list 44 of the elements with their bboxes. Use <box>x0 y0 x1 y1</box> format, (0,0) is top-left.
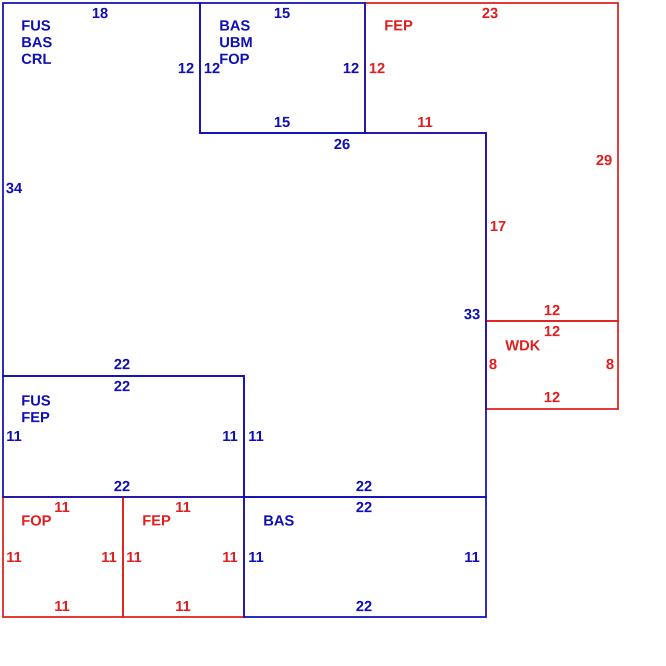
dimension-label: 11 <box>249 430 264 442</box>
dimension-label: 29 <box>596 154 612 166</box>
dimension-label: 34 <box>6 182 22 194</box>
dimension-label: 22 <box>356 600 372 612</box>
dimension-label: 11 <box>7 552 22 562</box>
dimension-label: 11 <box>176 600 190 612</box>
dimension-label: 22 <box>114 358 130 370</box>
dimension-label: 18 <box>92 8 108 18</box>
dimension-label: 11 <box>418 116 432 128</box>
dimension-label: 12 <box>544 304 560 316</box>
dimension-label: 8 <box>489 358 497 370</box>
dimension-label: 33 <box>464 308 480 320</box>
dimension-label: 22 <box>114 480 130 492</box>
dimension-label: 11 <box>7 430 22 442</box>
dimension-label: 26 <box>334 138 350 150</box>
dimension-label: 12 <box>204 62 220 74</box>
room: FUS FEP 22 11 11 22 <box>2 375 245 498</box>
dimension-label: 11 <box>249 552 264 562</box>
dimension-label: 22 <box>356 502 372 512</box>
dimension-label: 12 <box>178 62 194 74</box>
dimension-label: 12 <box>544 326 560 336</box>
dimension-label: 15 <box>274 8 290 18</box>
dimension-label: 11 <box>127 552 142 562</box>
dimension-label: 22 <box>356 480 372 492</box>
dimension-label: 23 <box>482 8 498 18</box>
dimension-label: 11 <box>55 600 70 612</box>
room: WDK 12 8 8 12 <box>485 320 619 410</box>
room: FEP 11 11 11 11 <box>122 496 245 618</box>
dimension-label: 12 <box>544 392 560 402</box>
dimension-label: 11 <box>223 430 238 442</box>
room: BAS 22 11 11 22 <box>243 496 487 618</box>
dimension-label: 22 <box>114 380 130 392</box>
dimension-label: 11 <box>55 502 70 512</box>
dimension-label: 11 <box>223 552 238 562</box>
dimension-label: 17 <box>490 220 506 232</box>
room: BAS UBM FOP 15 12 12 15 <box>199 2 366 134</box>
dimension-label: 12 <box>370 62 385 74</box>
dimension-label: 12 <box>344 62 359 74</box>
dimension-label: 11 <box>465 552 480 562</box>
room: FOP 11 11 11 11 <box>2 496 124 618</box>
dimension-label: 8 <box>606 358 614 370</box>
dimension-label: 11 <box>176 502 190 512</box>
dimension-label: 15 <box>274 116 290 128</box>
dimension-label: 11 <box>102 552 116 562</box>
